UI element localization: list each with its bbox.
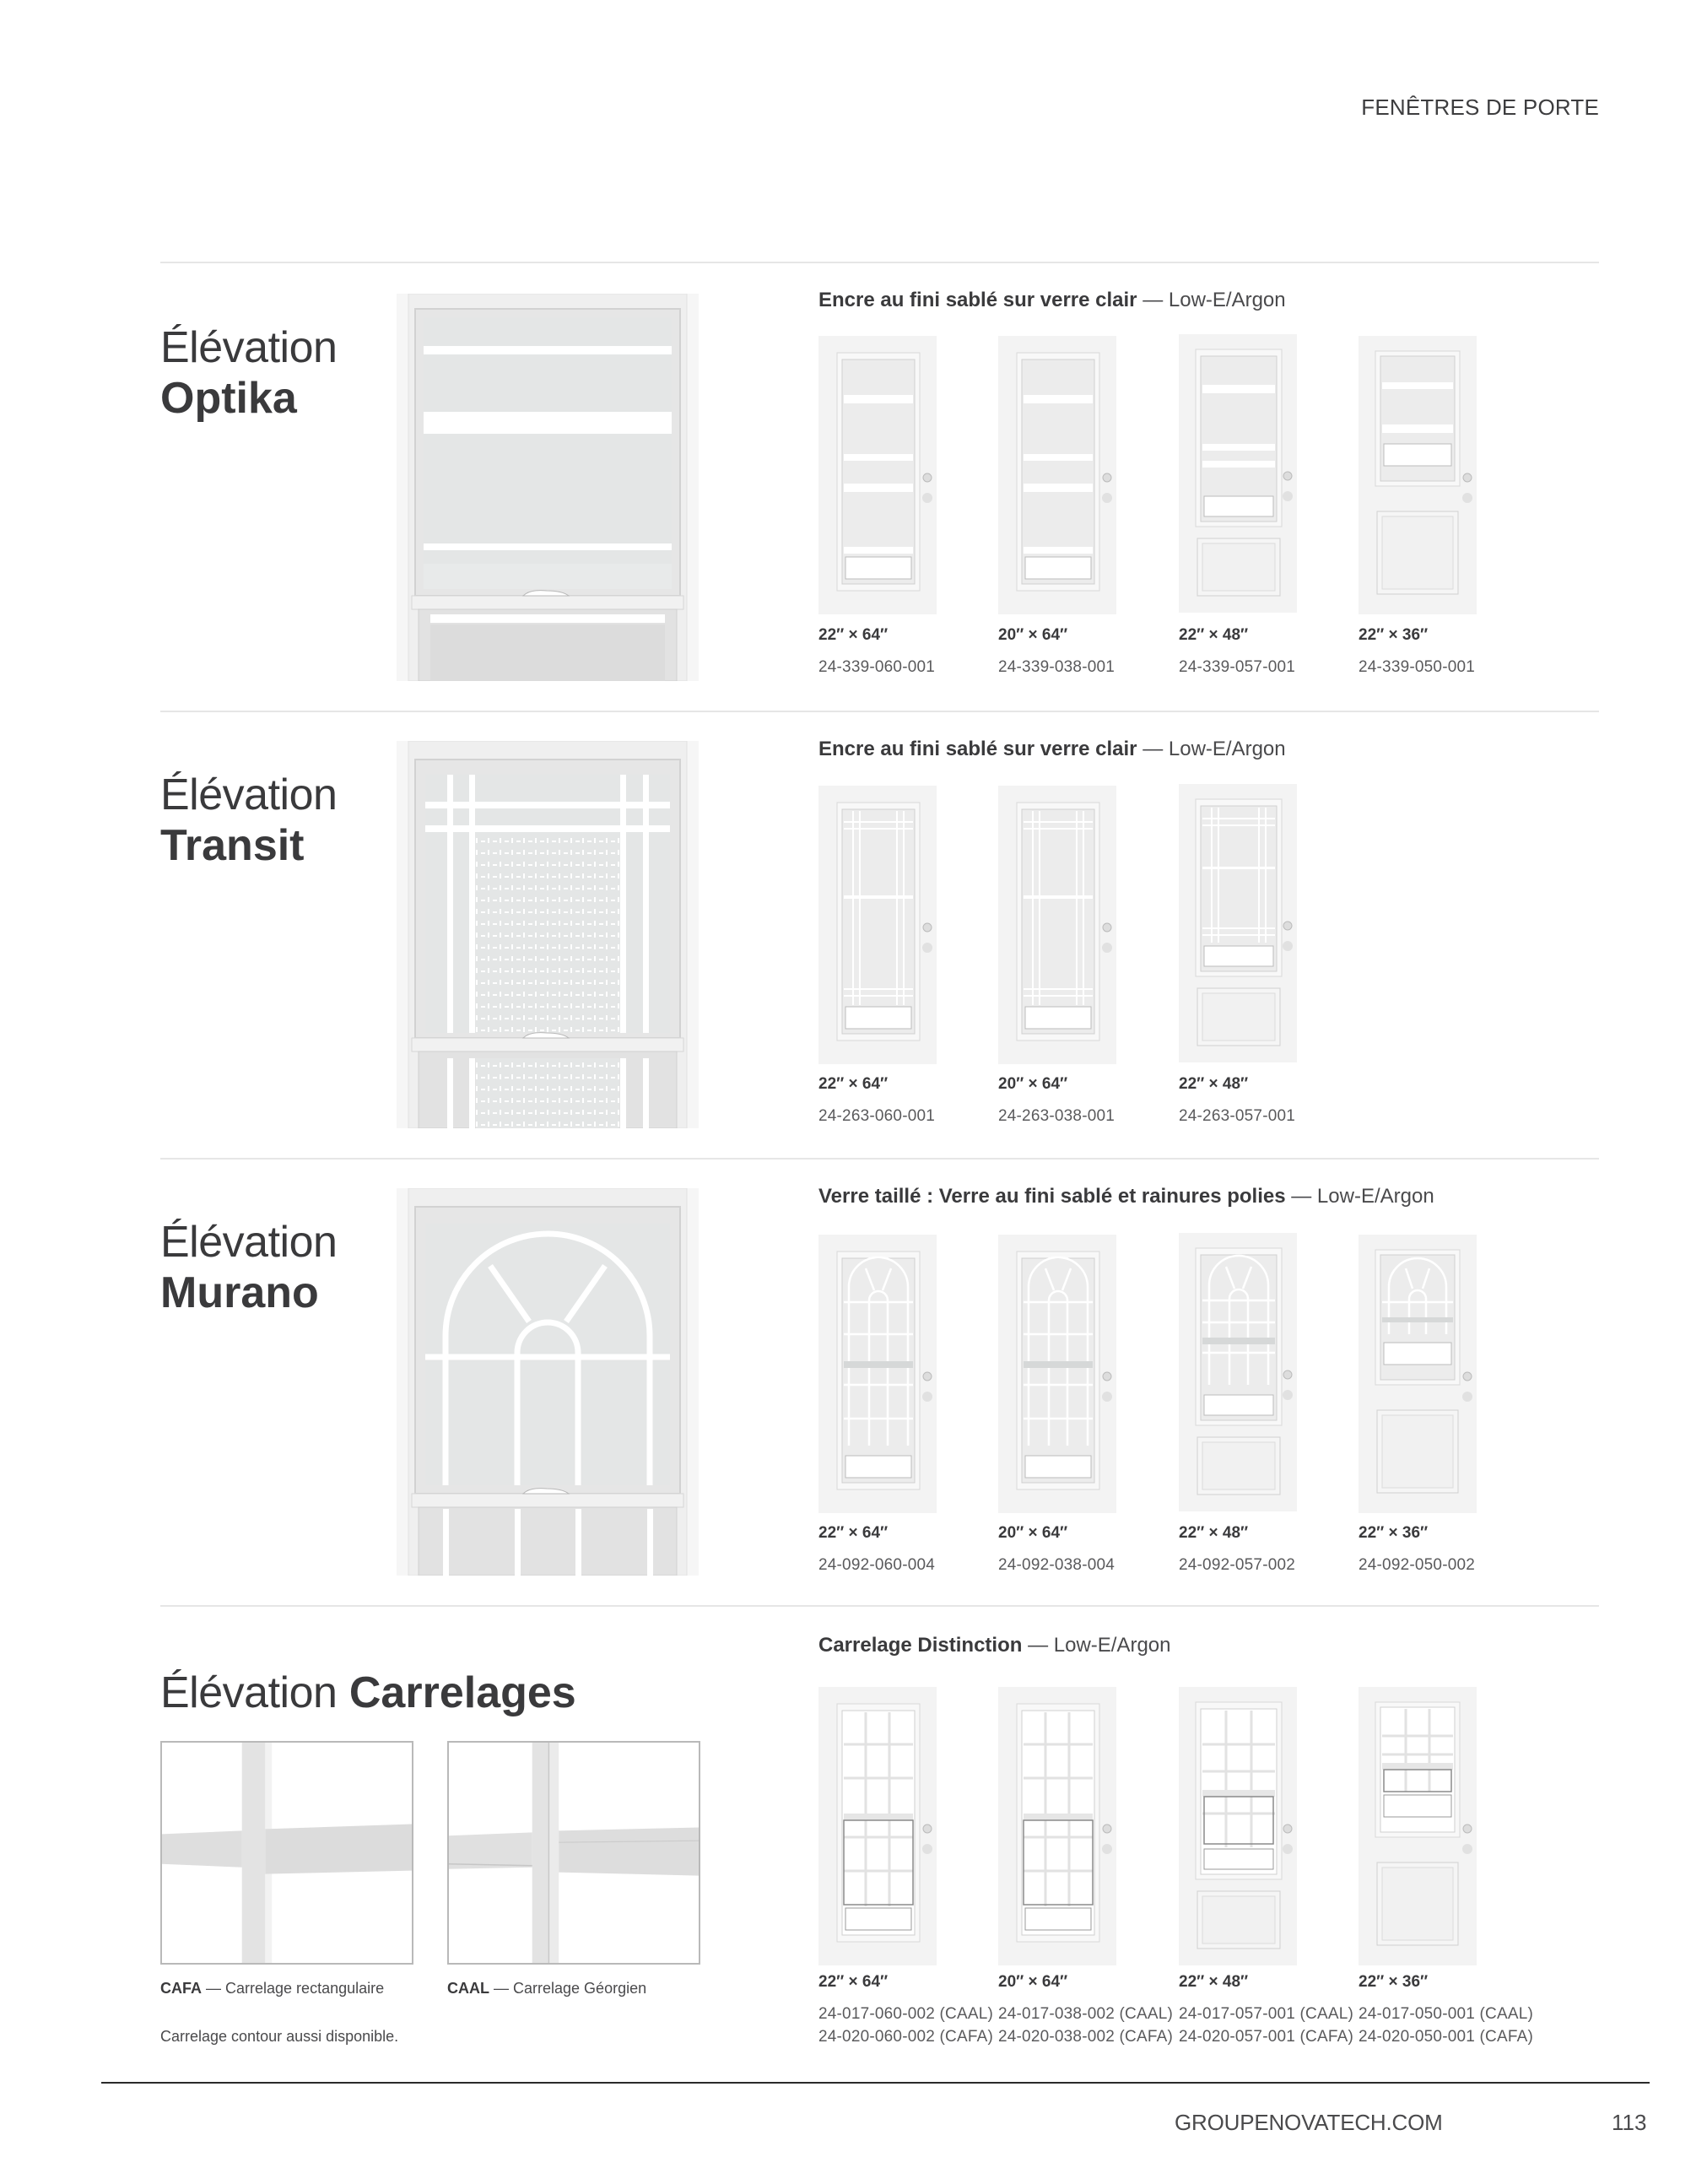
door-thumbnail-22x64 [818, 336, 937, 614]
title-bold: Optika [160, 374, 297, 423]
variant-size: 22″ × 64″ [818, 1973, 889, 1991]
variant-size: 20″ × 64″ [998, 626, 1068, 644]
product-code: 24-339-057-001 [1179, 658, 1296, 676]
variant-size: 22″ × 64″ [818, 1524, 889, 1542]
product-code-caal: 24-017-038-002 (CAAL) [998, 2005, 1173, 2023]
section-divider [160, 711, 1599, 712]
murano-window-image [397, 1188, 699, 1576]
title-light: Élévation [160, 323, 338, 372]
door-thumbnail-20x64 [998, 1687, 1116, 1965]
glass-heading: Encre au fini sablé sur verre clair — Lo… [818, 738, 1286, 761]
product-code: 24-092-038-004 [998, 1556, 1115, 1574]
tile-code: CAFA [160, 1980, 202, 1997]
product-code: 24-092-050-002 [1359, 1556, 1476, 1574]
glass-type: Carrelage Distinction [818, 1634, 1023, 1657]
variant-size: 22″ × 64″ [818, 1075, 889, 1093]
website-link[interactable]: GROUPENOVATECH.COM [1175, 2110, 1443, 2135]
product-code: 24-092-060-004 [818, 1556, 936, 1574]
door-thumbnail-22x36 [1359, 336, 1477, 614]
glass-heading: Carrelage Distinction — Low-E/Argon [818, 1634, 1170, 1657]
tile-caption-cafa: CAFA — Carrelage rectangulaire [160, 1980, 384, 1997]
glass-option: — Low-E/Argon [1143, 289, 1286, 311]
section-title: Élévation Optika [160, 322, 338, 424]
product-code-cafa: 24-020-038-002 (CAFA) [998, 2028, 1173, 2046]
door-thumbnail-22x64 [818, 1235, 937, 1513]
product-code-cafa: 24-020-050-001 (CAFA) [1359, 2028, 1533, 2046]
section-divider [160, 1158, 1599, 1160]
section-divider [160, 1605, 1599, 1607]
tile-label: — Carrelage Géorgien [494, 1980, 647, 1997]
section-title: Élévation Transit [160, 770, 338, 871]
product-code-cafa: 24-020-057-001 (CAFA) [1179, 2028, 1353, 2046]
tile-sample-cafa [160, 1741, 413, 1965]
running-title: FENÊTRES DE PORTE [1361, 95, 1599, 120]
glass-option: — Low-E/Argon [1143, 738, 1286, 760]
variant-size: 20″ × 64″ [998, 1524, 1068, 1542]
variant-size: 22″ × 64″ [818, 626, 889, 644]
section-title: Élévation Carrelages [160, 1668, 576, 1718]
glass-type: Verre taillé : Verre au fini sablé et ra… [818, 1185, 1286, 1208]
door-thumbnail-20x64 [998, 786, 1116, 1064]
variant-size: 22″ × 48″ [1179, 1075, 1249, 1093]
glass-heading: Encre au fini sablé sur verre clair — Lo… [818, 289, 1286, 312]
availability-note: Carrelage contour aussi disponible. [160, 2028, 399, 2045]
door-thumbnail-20x64 [998, 336, 1116, 614]
section-title: Élévation Murano [160, 1217, 338, 1318]
door-thumbnail-22x48 [1179, 784, 1297, 1062]
door-thumbnail-22x64 [818, 786, 937, 1064]
title-light: Élévation [160, 1668, 338, 1717]
product-code: 24-263-060-001 [818, 1107, 936, 1125]
title-light: Élévation [160, 770, 338, 819]
transit-window-image [397, 741, 699, 1128]
door-thumbnail-20x64 [998, 1235, 1116, 1513]
product-code: 24-339-050-001 [1359, 658, 1476, 676]
tile-code: CAAL [447, 1980, 489, 1997]
product-code: 24-263-057-001 [1179, 1107, 1296, 1125]
variant-size: 20″ × 64″ [998, 1075, 1068, 1093]
section-divider [160, 262, 1599, 263]
variant-size: 22″ × 48″ [1179, 1524, 1249, 1542]
footer-rule [101, 2082, 1650, 2084]
title-bold: Carrelages [348, 1668, 576, 1717]
variant-size: 22″ × 36″ [1359, 1524, 1429, 1542]
tile-label: — Carrelage rectangulaire [206, 1980, 385, 1997]
door-thumbnail-22x36 [1359, 1687, 1477, 1965]
door-thumbnail-22x48 [1179, 1687, 1297, 1965]
glass-option: — Low-E/Argon [1028, 1634, 1171, 1657]
optika-window-image [397, 294, 699, 681]
variant-size: 22″ × 48″ [1179, 626, 1249, 644]
glass-type: Encre au fini sablé sur verre clair [818, 289, 1137, 311]
tile-sample-caal [447, 1741, 700, 1965]
variant-size: 22″ × 36″ [1359, 626, 1429, 644]
door-thumbnail-22x48 [1179, 334, 1297, 613]
product-code: 24-263-038-001 [998, 1107, 1115, 1125]
product-code-cafa: 24-020-060-002 (CAFA) [818, 2028, 993, 2046]
product-code: 24-092-057-002 [1179, 1556, 1296, 1574]
glass-type: Encre au fini sablé sur verre clair [818, 738, 1137, 760]
product-code-caal: 24-017-050-001 (CAAL) [1359, 2005, 1533, 2023]
door-thumbnail-22x36 [1359, 1235, 1477, 1513]
glass-heading: Verre taillé : Verre au fini sablé et ra… [818, 1185, 1434, 1208]
tile-caption-caal: CAAL — Carrelage Géorgien [447, 1980, 646, 1997]
product-code-caal: 24-017-060-002 (CAAL) [818, 2005, 993, 2023]
door-thumbnail-22x64 [818, 1687, 937, 1965]
title-bold: Murano [160, 1268, 319, 1317]
product-code: 24-339-038-001 [998, 658, 1115, 676]
title-light: Élévation [160, 1218, 338, 1267]
door-thumbnail-22x48 [1179, 1233, 1297, 1511]
page-number: 113 [1612, 2110, 1647, 2135]
product-code-caal: 24-017-057-001 (CAAL) [1179, 2005, 1353, 2023]
glass-option: — Low-E/Argon [1291, 1185, 1434, 1208]
title-bold: Transit [160, 821, 305, 870]
variant-size: 22″ × 36″ [1359, 1973, 1429, 1991]
variant-size: 20″ × 64″ [998, 1973, 1068, 1991]
product-code: 24-339-060-001 [818, 658, 936, 676]
variant-size: 22″ × 48″ [1179, 1973, 1249, 1991]
